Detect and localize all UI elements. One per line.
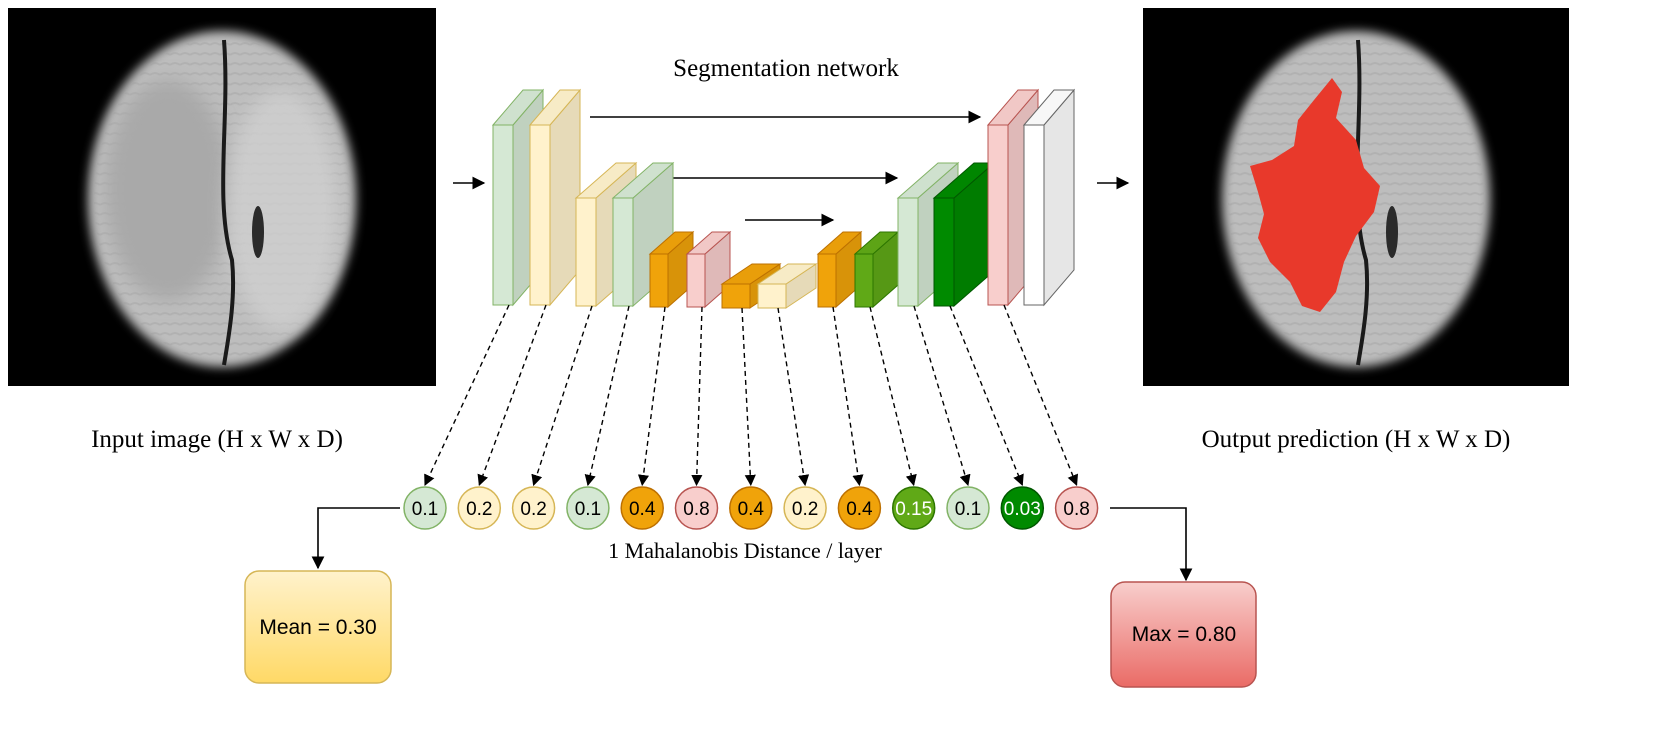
layer-connector: [1003, 304, 1079, 487]
layer-connector: [741, 307, 756, 487]
max-box: Max = 0.80: [1110, 581, 1257, 688]
max-connector: [1110, 507, 1193, 582]
layer-distance-value: 0.15: [895, 499, 932, 520]
layer-distance-value: 0.8: [1063, 499, 1089, 520]
layer-distance-value: 0.1: [412, 499, 438, 520]
max-value: Max = 0.80: [1132, 623, 1236, 646]
layer-distance-value: 0.4: [846, 499, 873, 520]
layer-distance-circle: 0.1: [946, 486, 990, 530]
layer-distance-circle: 0.4: [729, 486, 773, 530]
layer-distance-circle: 0.1: [566, 486, 610, 530]
network-blocks: [491, 88, 1076, 309]
output-image-label: Output prediction (H x W x D): [1202, 426, 1511, 453]
layer-distance-value: 0.1: [955, 499, 981, 520]
mean-value: Mean = 0.30: [259, 616, 376, 639]
layer-connector: [584, 305, 630, 487]
layer-connector: [913, 305, 971, 487]
layer-connector: [477, 304, 547, 487]
layer-distance-value: 0.1: [575, 499, 601, 520]
layer-connector: [777, 307, 810, 487]
layer-connector: [832, 306, 864, 487]
layer-distance-circle: 0.4: [620, 486, 664, 530]
input-image: [8, 8, 436, 386]
layer-distance-value: 0.4: [738, 499, 765, 520]
network-block: [756, 263, 818, 309]
network-block: [853, 230, 900, 309]
network-block: [1022, 88, 1076, 307]
layer-distance-circle: 0.2: [457, 486, 502, 530]
network-block: [932, 161, 996, 308]
layer-distance-value: 0.2: [520, 499, 546, 520]
layer-distance-value: 0.4: [629, 499, 656, 520]
mean-box: Mean = 0.30: [244, 570, 392, 684]
input-image-label: Input image (H x W x D): [91, 426, 343, 453]
network-title: Segmentation network: [673, 55, 899, 82]
layer-distance-value: 0.2: [792, 499, 818, 520]
layer-distance-circle: 0.1: [403, 486, 447, 530]
layer-connectors: [424, 304, 1079, 487]
output-image: [1143, 8, 1569, 386]
layer-distance-value: 0.03: [1004, 499, 1041, 520]
network-block: [528, 88, 582, 307]
layer-distance-value: 0.8: [683, 499, 709, 520]
layer-connector: [531, 305, 593, 487]
layer-distance-circle: 0.2: [511, 486, 556, 530]
layer-connector: [637, 306, 666, 487]
layer-distance-circle: 0.15: [891, 486, 936, 530]
layer-connector: [691, 306, 703, 487]
layer-distance-circle: 0.03: [1000, 486, 1045, 530]
layer-connector: [949, 305, 1024, 487]
layer-connector: [869, 306, 917, 487]
layer-distance-circle: 0.8: [674, 486, 719, 530]
distance-label: 1 Mahalanobis Distance / layer: [608, 538, 882, 563]
layer-distance-circle: 0.8: [1054, 486, 1099, 530]
layer-distance-circle: 0.2: [783, 486, 827, 530]
mean-connector: [311, 507, 400, 570]
tumor-segmentation-mask: [1250, 78, 1380, 312]
input-brain: [88, 31, 356, 367]
layer-distance-circle: 0.4: [837, 486, 882, 530]
layer-distance-value: 0.2: [466, 499, 492, 520]
layer-distance-values: 0.1 0.2 0.2 0.1 0.4 0.8 0.4 0.2 0.4 0.15 0.1 0.03 0.…: [403, 486, 1099, 530]
layer-connector: [424, 304, 510, 487]
